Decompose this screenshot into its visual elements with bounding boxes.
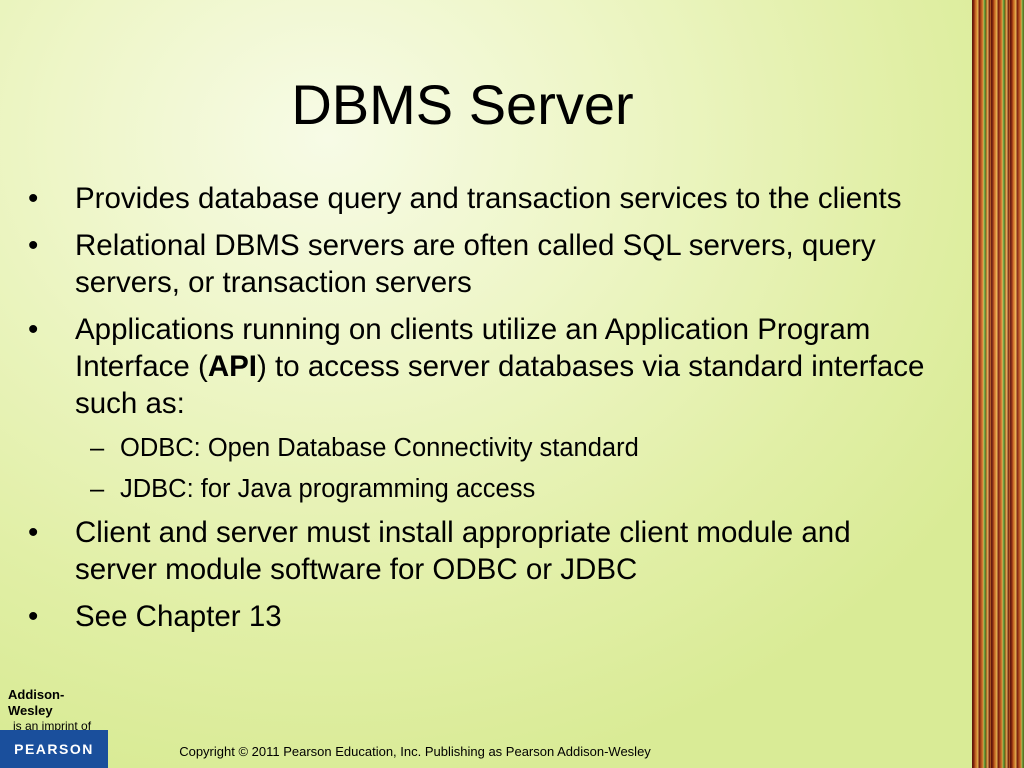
bullet-marker: • [28, 600, 39, 633]
bullet-item: • Relational DBMS servers are often call… [28, 227, 938, 301]
bullet-text-after: ) to access server databases via standar… [75, 350, 925, 420]
addison-wesley-logo: Addison-Wesley is an imprint of [8, 687, 108, 733]
bullet-text: Relational DBMS servers are often called… [75, 229, 876, 299]
bullet-text: See Chapter 13 [75, 600, 282, 633]
bullet-list: • Provides database query and transactio… [28, 180, 938, 645]
bullet-item: • See Chapter 13 [28, 598, 938, 635]
copyright-notice: Copyright © 2011 Pearson Education, Inc.… [179, 744, 651, 759]
bullet-item: • Applications running on clients utiliz… [28, 311, 938, 422]
sub-bullet-marker: – [90, 434, 105, 462]
bullet-text: Client and server must install appropria… [75, 516, 851, 586]
bullet-text-bold: API [207, 350, 257, 383]
bullet-marker: • [28, 516, 39, 549]
slide-title: DBMS Server [291, 73, 634, 136]
sub-bullet-item: – ODBC: Open Database Connectivity stand… [28, 432, 938, 464]
sub-bullet-item: – JDBC: for Java programming access [28, 473, 938, 505]
decorative-side-stripe [972, 0, 1024, 768]
pearson-logo: PEARSON [0, 730, 108, 768]
bullet-marker: • [28, 229, 39, 262]
bullet-marker: • [28, 182, 39, 215]
publisher-imprint: is an imprint of [13, 719, 92, 733]
sub-bullet-text: ODBC: Open Database Connectivity standar… [120, 434, 639, 462]
bullet-text: Provides database query and transaction … [75, 182, 902, 215]
sub-bullet-text: JDBC: for Java programming access [120, 475, 536, 503]
publisher-name: Addison-Wesley [8, 687, 65, 718]
bullet-marker: • [28, 313, 39, 346]
sub-bullet-marker: – [90, 475, 105, 503]
bullet-text-before: Applications running on clients utilize … [75, 313, 871, 383]
bullet-item: • Provides database query and transactio… [28, 180, 938, 217]
bullet-item: • Client and server must install appropr… [28, 514, 938, 588]
